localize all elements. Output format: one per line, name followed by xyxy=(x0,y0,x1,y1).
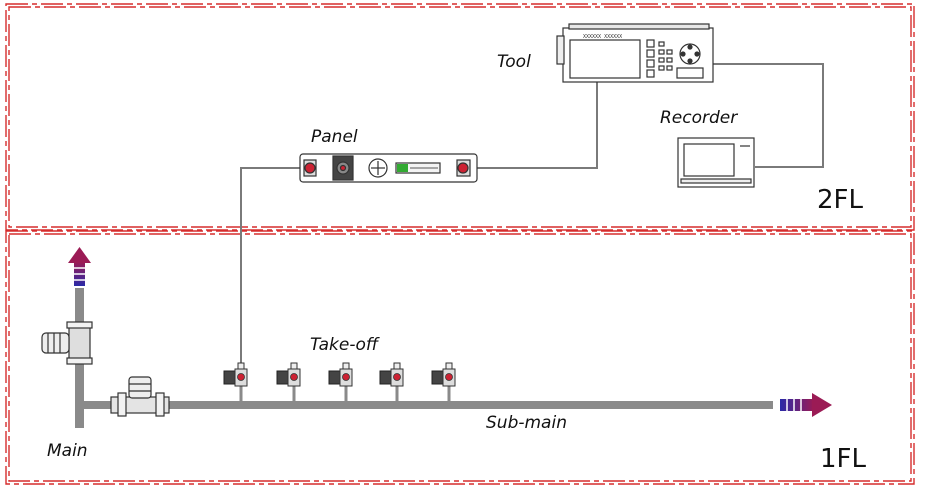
take-off-valve xyxy=(328,362,353,403)
floor-2fl-border xyxy=(5,3,915,231)
floor-1fl-border xyxy=(5,230,915,485)
right-flow-arrow-icon xyxy=(780,393,832,417)
tool-screen-text: XXXXXX XXXXXX xyxy=(583,34,622,40)
panel-label: Panel xyxy=(311,127,358,147)
pressure-regulator-icon xyxy=(332,155,354,181)
sub-main-pipe xyxy=(80,401,773,409)
take-off-valve xyxy=(276,362,301,403)
take-off-valve xyxy=(431,362,456,403)
valve-icon xyxy=(303,159,317,177)
take-off-valve xyxy=(223,362,248,403)
take-off-valves xyxy=(223,362,456,403)
gas-analyzer-icon xyxy=(556,23,714,83)
floor-2fl-label: 2FL xyxy=(817,185,863,215)
recorder-label: Recorder xyxy=(660,108,738,128)
main-label: Main xyxy=(47,441,88,461)
pressure-regulator-icon xyxy=(41,321,93,365)
tool-label: Tool xyxy=(497,52,531,72)
flowmeter-icon xyxy=(395,162,441,174)
take-off-label: Take-off xyxy=(310,335,379,355)
valve-icon xyxy=(456,159,471,177)
take-off-valve xyxy=(379,362,404,403)
up-flow-arrow-icon xyxy=(68,247,91,286)
pressure-gauge-icon xyxy=(368,158,388,178)
sub-main-valve-icon xyxy=(110,376,170,417)
panel xyxy=(299,153,478,183)
recorder-monitor-icon xyxy=(677,137,755,188)
sub-main-label: Sub-main xyxy=(486,413,567,433)
floor-1fl-label: 1FL xyxy=(820,444,866,474)
signal-lines xyxy=(240,63,824,365)
